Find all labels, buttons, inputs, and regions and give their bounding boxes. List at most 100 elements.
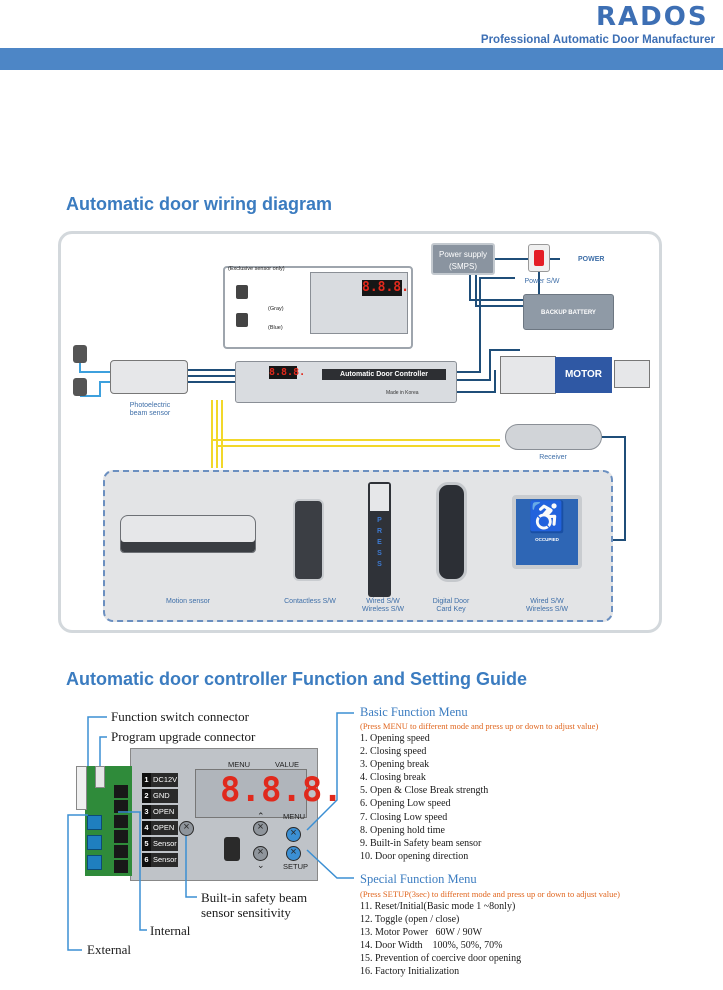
photo-sensor-label: Photoelectric beam sensor <box>129 402 171 418</box>
list-item: 5. Open & Close Break strength <box>360 785 489 797</box>
motion-sensor <box>120 515 256 553</box>
list-item: 15. Prevention of coercive door opening <box>360 953 522 965</box>
list-item: 12. Toggle (open / close) <box>360 914 460 926</box>
receiver <box>505 424 602 450</box>
menu-button-label: MENU <box>283 812 306 821</box>
basic-menu-subtitle: (Press MENU to different mode and press … <box>360 721 599 731</box>
mini-controller <box>310 272 408 334</box>
digital-card-key <box>436 482 467 582</box>
motor-housing <box>500 356 556 394</box>
gray-wire-label: (Gray) <box>268 306 284 312</box>
setup-button[interactable]: × <box>286 846 301 861</box>
terminal-port <box>114 845 128 858</box>
wiring-diagram-title: Automatic door wiring diagram <box>66 194 333 214</box>
terminal-port <box>114 800 128 813</box>
handicap-switch: ♿ OCCUPIED <box>512 495 582 569</box>
board-menu-label: MENU <box>228 760 251 769</box>
up-button[interactable]: × <box>253 821 268 836</box>
terminal-port <box>114 815 128 828</box>
external-label: External <box>87 942 132 957</box>
made-in-korea: Made in Korea <box>386 390 419 396</box>
function-switch-label: Function switch connector <box>111 709 249 724</box>
header-bar <box>0 48 723 70</box>
device-label-contactless: Contactless S/W <box>284 598 336 605</box>
program-upgrade-connector <box>95 766 105 788</box>
power-label: POWER <box>578 256 605 263</box>
list-item: 2. Closing speed <box>360 746 427 758</box>
program-upgrade-label: Program upgrade connector <box>111 729 256 744</box>
safety-beam-label: Built-in safety beam sensor sensitivity <box>201 890 308 920</box>
list-item: 9. Built-in Safety beam sensor <box>360 837 482 849</box>
backup-battery: BACKUP BATTERY <box>523 294 614 330</box>
photo-sensor-receiver-icon <box>73 378 87 396</box>
menu-button[interactable]: × <box>286 827 301 842</box>
callout-line-special <box>306 849 354 879</box>
internal-label: Internal <box>150 923 191 938</box>
board-seven-segment: 8.8.8. <box>220 770 343 810</box>
guide-title: Automatic door controller Function and S… <box>66 669 527 689</box>
board-switch[interactable] <box>224 837 240 861</box>
controller-display: 8.8.8. <box>269 366 306 379</box>
terminal-screw <box>87 835 102 850</box>
device-label-cardkey: Digital Door Card Key <box>432 598 470 614</box>
list-item: 11. Reset/Initial(Basic mode 1 ~8only) <box>360 901 516 912</box>
device-label-wired-2: Wired S/W Wireless S/W <box>526 598 568 614</box>
special-menu-subtitle: (Press SETUP(3sec) to different mode and… <box>360 889 620 899</box>
mini-controller-display: 8.8.8. <box>362 280 409 296</box>
special-menu-list: 11. Reset/Initial(Basic mode 1 ~8only) 1… <box>360 900 521 979</box>
device-label-wired: Wired S/W Wireless S/W <box>362 598 404 614</box>
navy-wire <box>457 277 520 393</box>
list-item: 14. Door Width 100%, 50%, 70% <box>360 940 503 952</box>
controller-title: Automatic Door Controller <box>322 369 446 380</box>
tagline: Professional Automatic Door Manufacturer <box>480 34 715 46</box>
callout-line-external <box>67 814 88 951</box>
callout-line-upgrade <box>99 736 107 766</box>
power-switch-label: Power S/W <box>524 278 560 285</box>
special-menu-title: Special Function Menu <box>360 872 477 886</box>
list-item: 8. Opening hold time <box>360 824 445 836</box>
terminal-screw <box>87 855 102 870</box>
list-item: 1. Opening speed <box>360 733 430 744</box>
terminal-screw <box>87 815 102 830</box>
basic-menu-list: 1. Opening speed 2. Closing speed 3. Ope… <box>360 732 488 863</box>
motor: MOTOR <box>555 357 612 393</box>
board-value-label: VALUE <box>275 760 300 769</box>
up-arrow-icon: ⌃ <box>257 811 265 821</box>
callout-line-basic <box>306 712 354 831</box>
motor-gearbox <box>614 360 650 388</box>
callout-line-internal <box>118 811 147 931</box>
list-item: 4. Closing break <box>360 772 426 784</box>
power-supply: Power supply (SMPS) <box>431 243 495 275</box>
terminal-port <box>114 785 128 798</box>
blue-wire-label: (Blue) <box>268 325 283 331</box>
list-item: 13. Motor Power 60W / 90W <box>360 927 483 939</box>
photo-sensor-module <box>110 360 188 394</box>
occupied-label: OCCUPIED <box>535 537 559 542</box>
yellow-wire-receiver <box>212 439 500 447</box>
down-button[interactable]: × <box>253 846 268 861</box>
wheelchair-icon: ♿ <box>528 501 566 534</box>
photo-sensor-emitter-icon <box>73 345 87 363</box>
callout-line-function <box>87 716 107 766</box>
down-arrow-icon: ⌄ <box>257 860 265 870</box>
rados-logo: RADOS <box>596 2 709 32</box>
safety-beam-trimmer[interactable]: × <box>179 821 194 836</box>
exclusive-sensor-label: (Exclusive sensor only) <box>228 266 285 272</box>
list-item: 7. Closing Low speed <box>360 811 448 823</box>
list-item: 10. Door opening direction <box>360 850 469 862</box>
main-controller: 8.8.8. Automatic Door Controller Made in… <box>235 361 457 403</box>
receiver-label: Receiver <box>539 454 567 461</box>
terminal-port <box>114 830 128 843</box>
power-switch <box>528 244 550 272</box>
terminal-port <box>114 860 128 873</box>
list-item: 3. Opening break <box>360 759 430 771</box>
navy-wire-psw <box>495 258 560 294</box>
basic-menu-title: Basic Function Menu <box>360 705 468 719</box>
